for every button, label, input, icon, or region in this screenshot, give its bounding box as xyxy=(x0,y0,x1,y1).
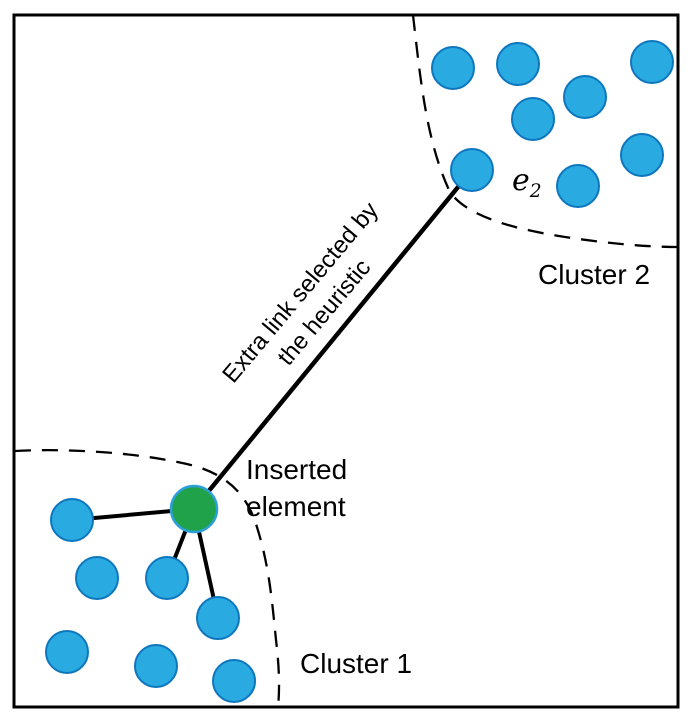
cluster-1-node xyxy=(145,556,189,600)
cluster-2-node xyxy=(620,133,664,177)
e2-label-subscript: 2 xyxy=(529,181,542,202)
cluster-2-node xyxy=(556,164,600,208)
cluster-2-label: Cluster 2 xyxy=(538,259,651,290)
cluster-2-node xyxy=(563,75,607,119)
e2-label: e2 xyxy=(512,163,542,201)
cluster-1-node xyxy=(212,659,256,703)
e2-label-base: e xyxy=(512,163,530,198)
cluster-2-node xyxy=(496,42,540,86)
extra-link-edge xyxy=(192,168,474,511)
cluster-1-node xyxy=(45,630,89,674)
inserted-element-label-line1: Inserted xyxy=(246,454,348,485)
inserted-element-label: Inserted element xyxy=(246,452,347,526)
inserted-element-label-line2: element xyxy=(246,490,346,522)
cluster-1-node xyxy=(134,644,178,688)
cluster-1-node xyxy=(50,498,94,542)
cluster-2-node xyxy=(630,40,674,84)
cluster-2-node xyxy=(511,97,555,141)
cluster-2-boundary xyxy=(411,14,679,249)
cluster-2-node xyxy=(450,148,494,192)
cluster-1-node xyxy=(75,556,119,600)
cluster-1-label: Cluster 1 xyxy=(300,648,413,679)
cluster-1-node xyxy=(196,596,240,640)
diagram-frame xyxy=(12,13,680,709)
inserted-element-node xyxy=(169,484,219,534)
cluster-2-node xyxy=(431,46,475,90)
